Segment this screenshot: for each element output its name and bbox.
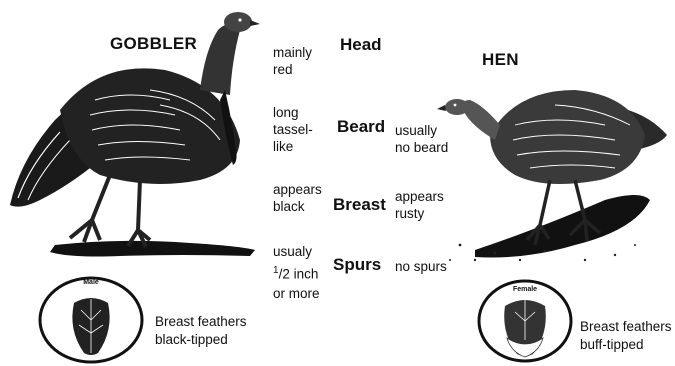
gobbler-breast-desc: appears black [273,181,322,215]
hen-beard-desc-line: usually [395,122,448,139]
gobbler-breast-desc-line: black [273,198,322,215]
female-feather-caption-line: buff-tipped [580,336,672,354]
gobbler-head-desc-line: red [273,61,312,78]
hen-breast-desc: appears rusty [395,188,444,222]
male-feather-caption: Breast feathers black-tipped [155,313,247,349]
gobbler-spurs-desc-line: or more [273,285,320,302]
gobbler-beard-desc-line: long [273,104,313,121]
hen-title: HEN [482,50,519,70]
female-feather-caption: Breast feathers buff-tipped [580,318,672,354]
gobbler-beard-desc-line: like [273,138,313,155]
feature-beard: Beard [337,117,385,137]
hen-beard-desc: usually no beard [395,122,448,156]
gobbler-head-desc: mainly red [273,44,312,78]
gobbler-spurs-desc: usualy 1/2 inch or more [273,243,320,302]
feature-head: Head [340,35,382,55]
female-feather-caption-line: Breast feathers [580,318,672,336]
male-feather-caption-line: black-tipped [155,331,247,349]
feature-breast: Breast [333,195,386,215]
male-feather-caption-line: Breast feathers [155,313,247,331]
hen-beard-desc-line: no beard [395,139,448,156]
female-feather-label: Female [505,286,545,293]
gobbler-beard-desc: long tassel- like [273,104,313,155]
gobbler-spurs-desc-line: usualy [273,243,320,260]
gobbler-beard-desc-line: tassel- [273,121,313,138]
turkey-hen-icon [435,65,670,275]
gobbler-spurs-desc-line: 1/2 inch [273,262,320,283]
gobbler-head-desc-line: mainly [273,44,312,61]
gobbler-title: GOBBLER [110,34,197,54]
gobbler-breast-desc-line: appears [273,181,322,198]
fraction-rest: /2 inch [279,267,319,282]
male-feather-label: Male [71,279,111,286]
male-feather-badge [36,275,146,365]
feature-spurs: Spurs [333,255,381,275]
hen-breast-desc-line: rusty [395,205,444,222]
hen-breast-desc-line: appears [395,188,444,205]
hen-spurs-desc: no spurs [395,258,447,275]
